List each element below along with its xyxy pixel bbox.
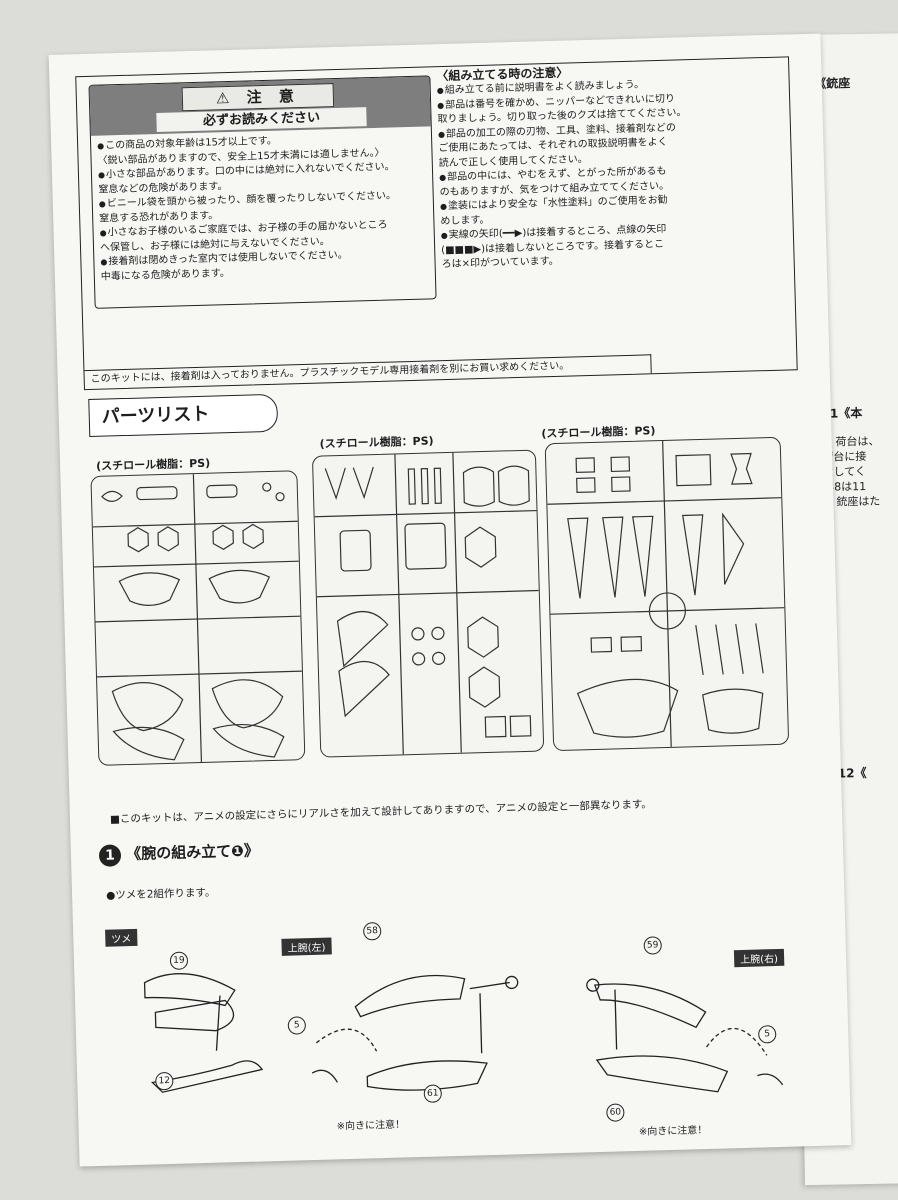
assembly-notes: 〈組み立てる時の注意〉 組み立てる前に説明書をよく読みましょう。 部品は番号を確… <box>436 57 792 272</box>
sprue-a-diagram <box>92 474 302 763</box>
step1-heading: 1 《腕の組み立て❶》 <box>98 839 260 867</box>
orientation-warning-left: ※向きに注意！ <box>336 1119 406 1133</box>
sprue-b <box>311 449 545 758</box>
sprue-b-diagram <box>314 452 539 755</box>
parts-list-title: パーツリスト <box>88 393 279 438</box>
instruction-page: ⚠ 注 意 必ずお読みください この商品の対象年齢は15才以上です。 〈鋭い部品… <box>48 33 852 1167</box>
step1-title: 《腕の組み立て❶》 <box>125 841 260 864</box>
caution-box: ⚠ 注 意 必ずお読みください この商品の対象年齢は15才以上です。 〈鋭い部品… <box>88 75 437 309</box>
no-glue-notice: このキットには、接着剤は入っておりません。プラスチックモデル専用接着剤を別にお買… <box>84 354 652 390</box>
arm-assembly-diagram <box>143 973 784 1093</box>
sprue-label: (スチロール樹脂：PS) <box>541 424 656 441</box>
caution-frame: ⚠ 注 意 必ずお読みください この商品の対象年齢は15才以上です。 〈鋭い部品… <box>75 56 798 391</box>
warning-triangle-icon: ⚠ <box>215 88 236 108</box>
sprue-a <box>90 470 306 766</box>
sprue-label: (スチロール樹脂：PS) <box>95 456 211 473</box>
caution-list: この商品の対象年齢は15才以上です。 〈鋭い部品がありますので、安全上15才未満… <box>97 131 429 285</box>
sprue-c-diagram <box>547 440 785 747</box>
orientation-warning-right: ※向きに注意！ <box>638 1125 708 1138</box>
sprue-label: (スチロール樹脂：PS) <box>319 434 434 451</box>
kit-notice: ■このキットは、アニメの設定にさらにリアルさを加えて設計してありますので、アニメ… <box>109 798 653 826</box>
sprue-c <box>544 436 790 752</box>
step1-note: ●ツメを2組作ります。 <box>105 886 216 902</box>
step12-heading: 12《 <box>837 765 867 781</box>
caution-title: ⚠ 注 意 <box>181 83 335 112</box>
step-number-badge: 1 <box>98 844 122 867</box>
